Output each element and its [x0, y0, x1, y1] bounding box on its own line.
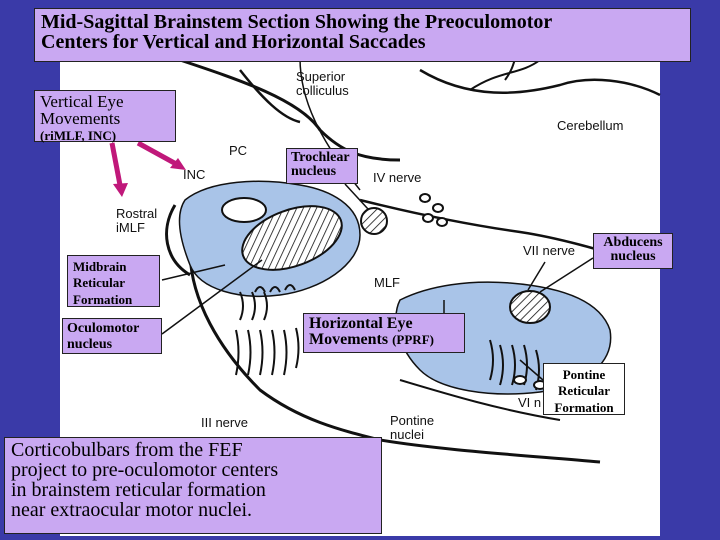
- leader-pontine: [519, 359, 544, 381]
- iv-nerve-fiber: [432, 203, 444, 213]
- callout-line: Pontine: [562, 367, 606, 382]
- cerebellum-outline: [419, 68, 661, 97]
- label-line: Rostral: [116, 206, 158, 221]
- slide-title: Mid-Sagittal Brainstem Section Showing t…: [34, 8, 691, 62]
- label-vi-n: VI n: [518, 395, 542, 410]
- callout-line: Formation: [554, 399, 614, 415]
- iv-nerve-fiber: [419, 193, 431, 203]
- callout-line: Movements: [309, 331, 389, 348]
- iv-nerve-fiber: [422, 213, 434, 223]
- iv-nerve-fiber: [436, 217, 448, 227]
- label-line: iMLF: [116, 219, 145, 235]
- label-rostral-imlf: Rostral iMLF: [116, 207, 157, 234]
- trochlear-nucleus-callout: Trochlear nucleus: [286, 148, 358, 184]
- label-line: colliculus: [296, 82, 349, 98]
- label-cerebellum: Cerebellum: [557, 118, 624, 133]
- brainstem-outline: [179, 58, 401, 162]
- label-superior-colliculus: Superior colliculus: [296, 70, 349, 97]
- callout-line: nucleus: [610, 249, 656, 264]
- label-pc: PC: [229, 143, 248, 158]
- leader-vii-nerve: [527, 261, 546, 291]
- inc-nucleus: [221, 197, 267, 223]
- label-vii-nerve: VII nerve: [523, 243, 576, 258]
- oculomotor-nucleus-callout: Oculomotor nucleus: [62, 318, 162, 354]
- oculomotor-nucleus-hatched: [241, 205, 343, 271]
- note-line: near extraocular motor nuclei.: [11, 499, 252, 521]
- iii-nerve-loops: [254, 284, 296, 293]
- callout-sub: (PPRF): [392, 332, 434, 347]
- label-line: Pontine: [390, 413, 435, 428]
- callout-line: Reticular: [73, 275, 125, 291]
- vi-nerve-fiber: [513, 375, 527, 385]
- ventral-outline: [188, 249, 601, 464]
- note-line: project to pre-oculomotor centers: [11, 459, 279, 481]
- note-line: in brainstem reticular formation: [11, 479, 266, 501]
- leader-trochlear: [344, 183, 369, 210]
- arrow-to-inc: [136, 140, 180, 168]
- arrow-to-inc-head: [170, 158, 186, 170]
- iii-nerve-rootlets: [235, 291, 300, 376]
- callout-line: Vertical Eye: [40, 92, 124, 111]
- colliculus-outline: [239, 69, 301, 124]
- callout-line: Movements: [40, 109, 121, 128]
- horizontal-eye-movements-callout: Horizontal Eye Movements (PPRF): [303, 313, 465, 353]
- trochlear-nucleus-hatched: [360, 207, 388, 235]
- title-line-1: Mid-Sagittal Brainstem Section Showing t…: [41, 11, 553, 33]
- callout-line: Reticular: [558, 383, 610, 399]
- callout-line: Oculomotor: [67, 321, 140, 336]
- label-pontine-nuclei: Pontine nuclei: [390, 414, 434, 441]
- note-line: Corticobulbars from the FEF: [11, 439, 243, 461]
- callout-line: Horizontal Eye: [309, 315, 413, 332]
- callout-line: Formation: [73, 291, 133, 307]
- midbrain-curve: [165, 204, 191, 277]
- title-line-2: Centers for Vertical and Horizontal Sacc…: [41, 31, 426, 53]
- callout-line: nucleus: [291, 164, 337, 179]
- callout-line: Trochlear: [291, 150, 350, 165]
- callout-line: nucleus: [67, 337, 113, 353]
- label-mlf: MLF: [374, 275, 400, 290]
- vertical-eye-movements-callout: Vertical Eye Movements (riMLF, INC): [34, 90, 176, 142]
- label-line: nuclei: [390, 426, 424, 442]
- pontine-reticular-formation-callout: Pontine Reticular Formation: [543, 363, 625, 415]
- callout-line: Midbrain: [73, 259, 127, 274]
- vi-nerve-fibers: [489, 339, 540, 391]
- leader-midbrain: [161, 264, 226, 281]
- corticobulbar-note: Corticobulbars from the FEF project to p…: [4, 437, 382, 534]
- callout-line: Abducens: [603, 235, 663, 250]
- label-iv-nerve: IV nerve: [373, 170, 422, 185]
- midbrain-reticular-formation-callout: Midbrain Reticular Formation: [67, 255, 160, 307]
- arrow-to-rostral-imlf-head: [113, 183, 128, 197]
- leader-abducens: [539, 257, 594, 293]
- label-iii-nerve: III nerve: [201, 415, 248, 430]
- label-line: Superior: [296, 69, 346, 84]
- label-inc: INC: [183, 167, 206, 182]
- abducens-nucleus-callout: Abducens nucleus: [593, 233, 673, 269]
- leader-oculomotor: [161, 259, 263, 335]
- arrow-to-rostral-imlf: [109, 142, 123, 186]
- callout-sub: (riMLF, INC): [40, 128, 117, 143]
- abducens-nucleus-hatched: [509, 290, 551, 324]
- pontine-outline: [399, 379, 561, 421]
